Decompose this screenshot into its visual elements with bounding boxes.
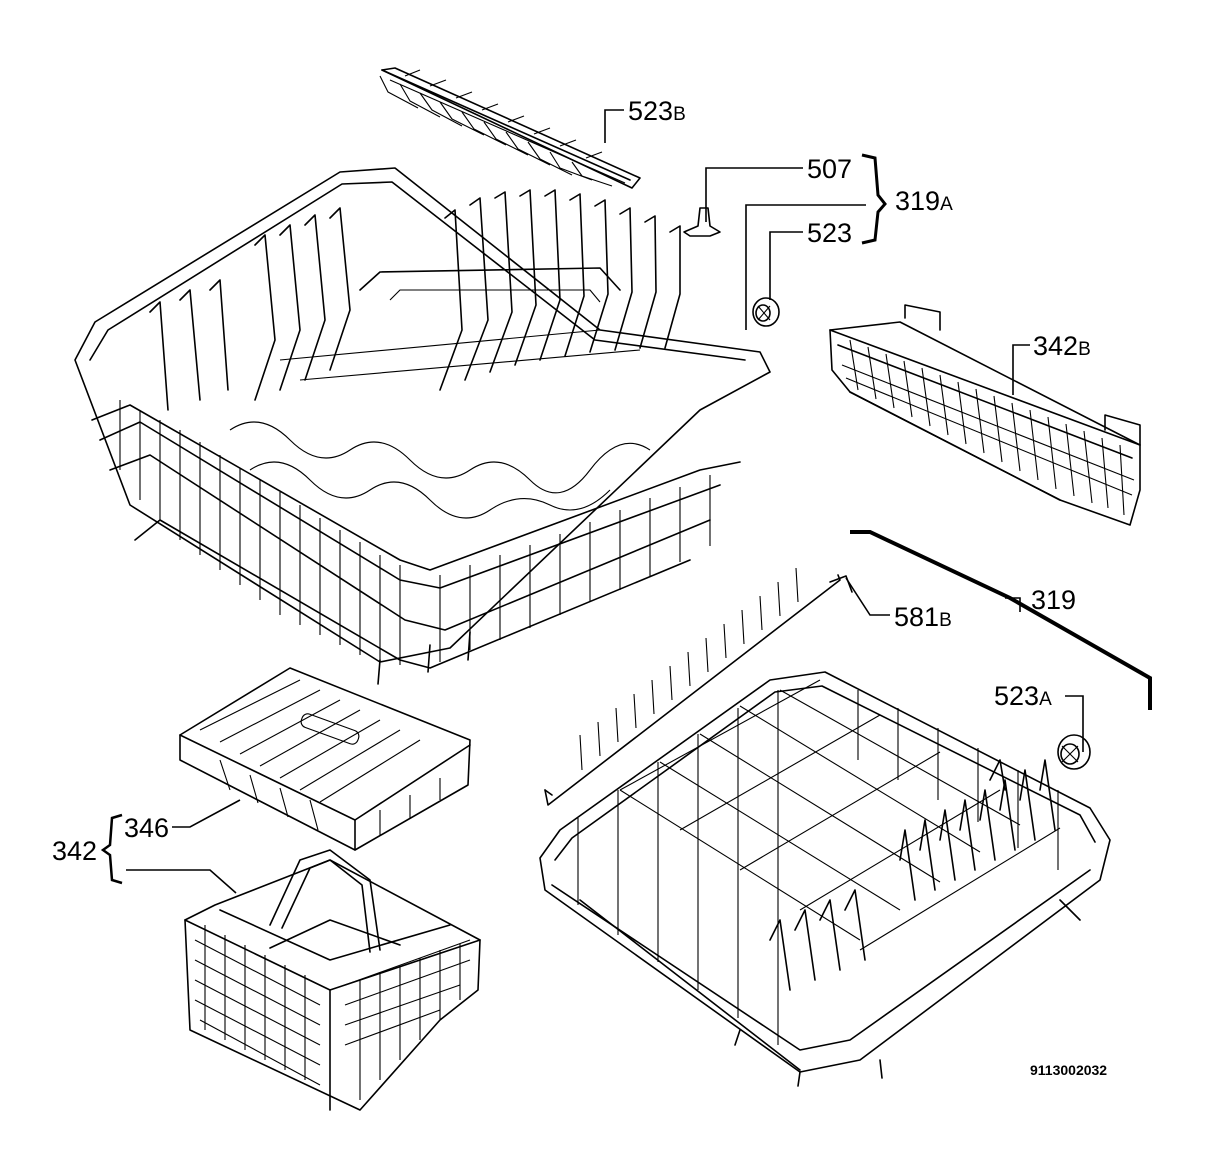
cutlery-basket-part-342 [184,849,481,1111]
label-319: 319 [1031,585,1076,615]
label-346: 346 [124,813,169,843]
wheel-part-523a [1057,734,1091,770]
label-319a: 319A [895,186,953,216]
label-523b: 523B [628,96,686,126]
label-523a: 523A [994,681,1052,711]
folding-tines-part-581b [544,567,853,806]
label-507: 507 [807,154,852,184]
upper-basket [74,167,771,685]
wheel-part-523 [752,297,780,327]
label-581b: 581B [894,602,952,632]
leader-lines [100,109,1152,894]
lower-basket [539,671,1111,1087]
label-342b: 342B [1033,331,1091,361]
cutlery-grid-part-346 [179,667,471,851]
label-523: 523 [807,218,852,248]
cup-rack-part-523b [379,67,641,189]
basket-part-342b [829,304,1141,526]
label-342: 342 [52,836,97,866]
document-code: 9113002032 [1030,1062,1107,1078]
clip-part-507 [683,207,721,237]
